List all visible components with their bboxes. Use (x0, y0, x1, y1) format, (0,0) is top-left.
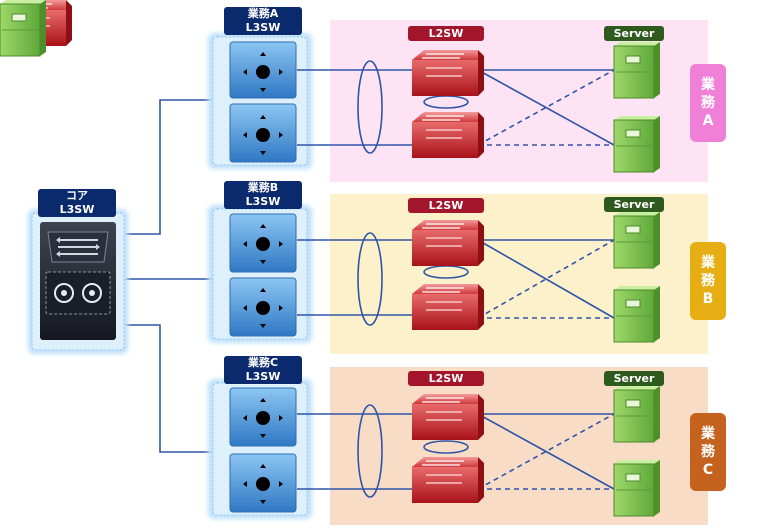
l3sw-c-label: 業務C L3SW (224, 356, 302, 384)
l3sw-b-line2: L3SW (245, 195, 281, 208)
biz-b-char1: 業 (701, 255, 715, 271)
l2-switch-c1 (411, 393, 485, 441)
biz-c-char3: C (702, 462, 714, 478)
l3-group-b (208, 205, 312, 343)
biz-b-char2: 務 (701, 273, 715, 289)
core-link-a (125, 99, 213, 235)
core-switch (28, 209, 128, 354)
l2-switch-c2 (411, 456, 485, 504)
group-b-links (297, 232, 615, 326)
server-a-label: Server (604, 26, 664, 41)
biz-c-char2: 務 (701, 444, 715, 460)
group-a-links (297, 60, 615, 154)
l2-switch-b2 (411, 283, 485, 331)
group-c-links (297, 404, 615, 498)
core-label-line1: コア (66, 189, 88, 202)
l3sw-b-label: 業務B L3SW (224, 181, 302, 209)
l3sw-b-line1: 業務B (247, 181, 279, 194)
l2sw-b-label: L2SW (408, 198, 484, 213)
biz-b-char3: B (702, 291, 714, 307)
l2-switch-a1 (411, 49, 485, 97)
l2-switch-a2 (411, 111, 485, 159)
l2sw-c-label: L2SW (408, 371, 484, 386)
server-b-label: Server (604, 197, 664, 212)
l3sw-c-line2: L3SW (245, 370, 281, 383)
core-label-line2: L3SW (59, 203, 95, 216)
l3sw-a-line1: 業務A (247, 7, 279, 20)
l3sw-a-line2: L3SW (245, 21, 281, 34)
core-link-c (125, 324, 213, 453)
biz-c-badge: 業 務 C (690, 413, 726, 491)
l3sw-a-label: 業務A L3SW (224, 7, 302, 35)
l3-group-c (208, 379, 312, 519)
biz-a-char1: 業 (701, 77, 715, 93)
l3-group-a (208, 33, 312, 169)
server-icon (0, 0, 46, 57)
biz-a-badge: 業 務 A (690, 64, 726, 142)
biz-a-char2: 務 (701, 95, 715, 111)
core-links (125, 99, 213, 453)
l2sw-a-label: L2SW (408, 26, 484, 41)
biz-c-char1: 業 (701, 426, 715, 442)
biz-a-char3: A (702, 113, 714, 129)
core-l3sw-label: コア L3SW (38, 189, 116, 217)
biz-b-badge: 業 務 B (690, 242, 726, 320)
server-c-label: Server (604, 371, 664, 386)
l2-switch-b1 (411, 219, 485, 267)
l3sw-c-line1: 業務C (247, 356, 279, 369)
